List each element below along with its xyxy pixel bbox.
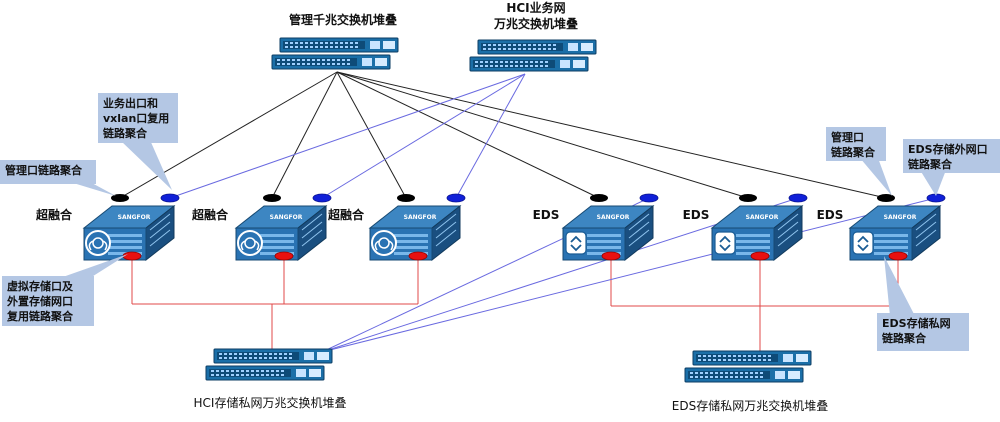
mgmt-switch-stack (272, 38, 398, 69)
hci-cloud-logo-icon (237, 230, 263, 256)
eds-storage-switch-stack (685, 351, 811, 382)
callout-text: 外置存储网口 (6, 294, 73, 308)
mgmt-port-icon (111, 194, 129, 202)
hci-business-switch-stack (470, 40, 596, 71)
connection-lines (119, 71, 937, 353)
hci-storage-switch-title: HCI存储私网万兆交换机堆叠 (194, 395, 347, 410)
server-5: SANGFOR EDS (683, 193, 808, 261)
business-link (169, 73, 526, 199)
server-brand: SANGFOR (597, 214, 630, 221)
mgmt-link (271, 71, 338, 199)
business-port-icon (446, 193, 466, 203)
callout-text: 链路聚合 (831, 145, 876, 159)
callout-text: 链路聚合 (908, 157, 953, 171)
mgmt-port-icon (590, 194, 608, 202)
server-label: 超融合 (191, 207, 229, 222)
storage-port-icon (122, 251, 142, 261)
eds-storage-switch-title: EDS存储私网万兆交换机堆叠 (672, 398, 828, 413)
storage-port-icon (408, 251, 428, 261)
server-brand: SANGFOR (884, 214, 917, 221)
hci-business-switch-title-line2: 万兆交换机堆叠 (493, 16, 578, 31)
server-4: SANGFOR EDS (533, 193, 659, 261)
server-label: EDS (817, 208, 844, 222)
server-label: EDS (683, 208, 710, 222)
server-label: 超融合 (327, 207, 365, 222)
business-port-icon (312, 193, 332, 203)
mgmt-link (336, 71, 600, 199)
eds-external-link (321, 197, 937, 353)
mgmt-port-icon (397, 194, 415, 202)
server-6: SANGFOR EDS (817, 193, 946, 261)
hci-cloud-logo-icon (85, 230, 111, 256)
business-port-icon (788, 193, 808, 203)
server-label: 超融合 (35, 207, 73, 222)
hci-storage-switch-stack (206, 349, 332, 380)
storage-port-icon (601, 251, 621, 261)
callout-text: EDS存储外网口 (908, 142, 988, 156)
mgmt-link (336, 71, 887, 199)
eds-logo-icon (714, 231, 736, 255)
mgmt-link (336, 71, 407, 199)
server-brand: SANGFOR (404, 214, 437, 221)
callout-text: 链路聚合 (103, 126, 148, 140)
server-3: SANGFOR 超融合 (327, 193, 466, 261)
hci-cloud-logo-icon (371, 230, 397, 256)
business-port-icon (639, 193, 659, 203)
server-brand: SANGFOR (270, 214, 303, 221)
mgmt-link (336, 71, 749, 199)
server-label: EDS (533, 208, 560, 222)
mgmt-port-icon (877, 194, 895, 202)
business-link (455, 73, 526, 199)
server-1: SANGFOR 超融合 (35, 193, 180, 261)
business-link (321, 73, 526, 199)
callout-mgmt-left: 管理口链路聚合 (0, 160, 116, 196)
server-brand: SANGFOR (746, 214, 779, 221)
business-port-icon (160, 193, 180, 203)
storage-port-icon (888, 251, 908, 261)
callout-text: 业务出口和 (103, 96, 158, 110)
storage-port-icon (750, 251, 770, 261)
hci-business-switch-title-line1: HCI业务网 (506, 0, 565, 15)
mgmt-link (119, 71, 338, 199)
server-brand: SANGFOR (118, 214, 151, 221)
server-2: SANGFOR 超融合 (191, 193, 332, 261)
eds-logo-icon (852, 231, 874, 255)
callout-text: EDS存储私网 (882, 316, 951, 330)
callout-text: 复用链路聚合 (6, 309, 74, 323)
callout-text: 虚拟存储口及 (7, 279, 74, 293)
callout-text: 链路聚合 (882, 331, 927, 345)
storage-port-icon (274, 251, 294, 261)
mgmt-switch-title: 管理千兆交换机堆叠 (289, 12, 397, 27)
mgmt-port-icon (263, 194, 281, 202)
callout-text: vxlan口复用 (103, 111, 169, 125)
callout-text: 管理口 (831, 130, 864, 144)
callout-mgmt-right: 管理口链路聚合 (826, 127, 892, 196)
mgmt-port-icon (739, 194, 757, 202)
eds-logo-icon (565, 231, 587, 255)
callout-text: 管理口链路聚合 (5, 163, 83, 177)
